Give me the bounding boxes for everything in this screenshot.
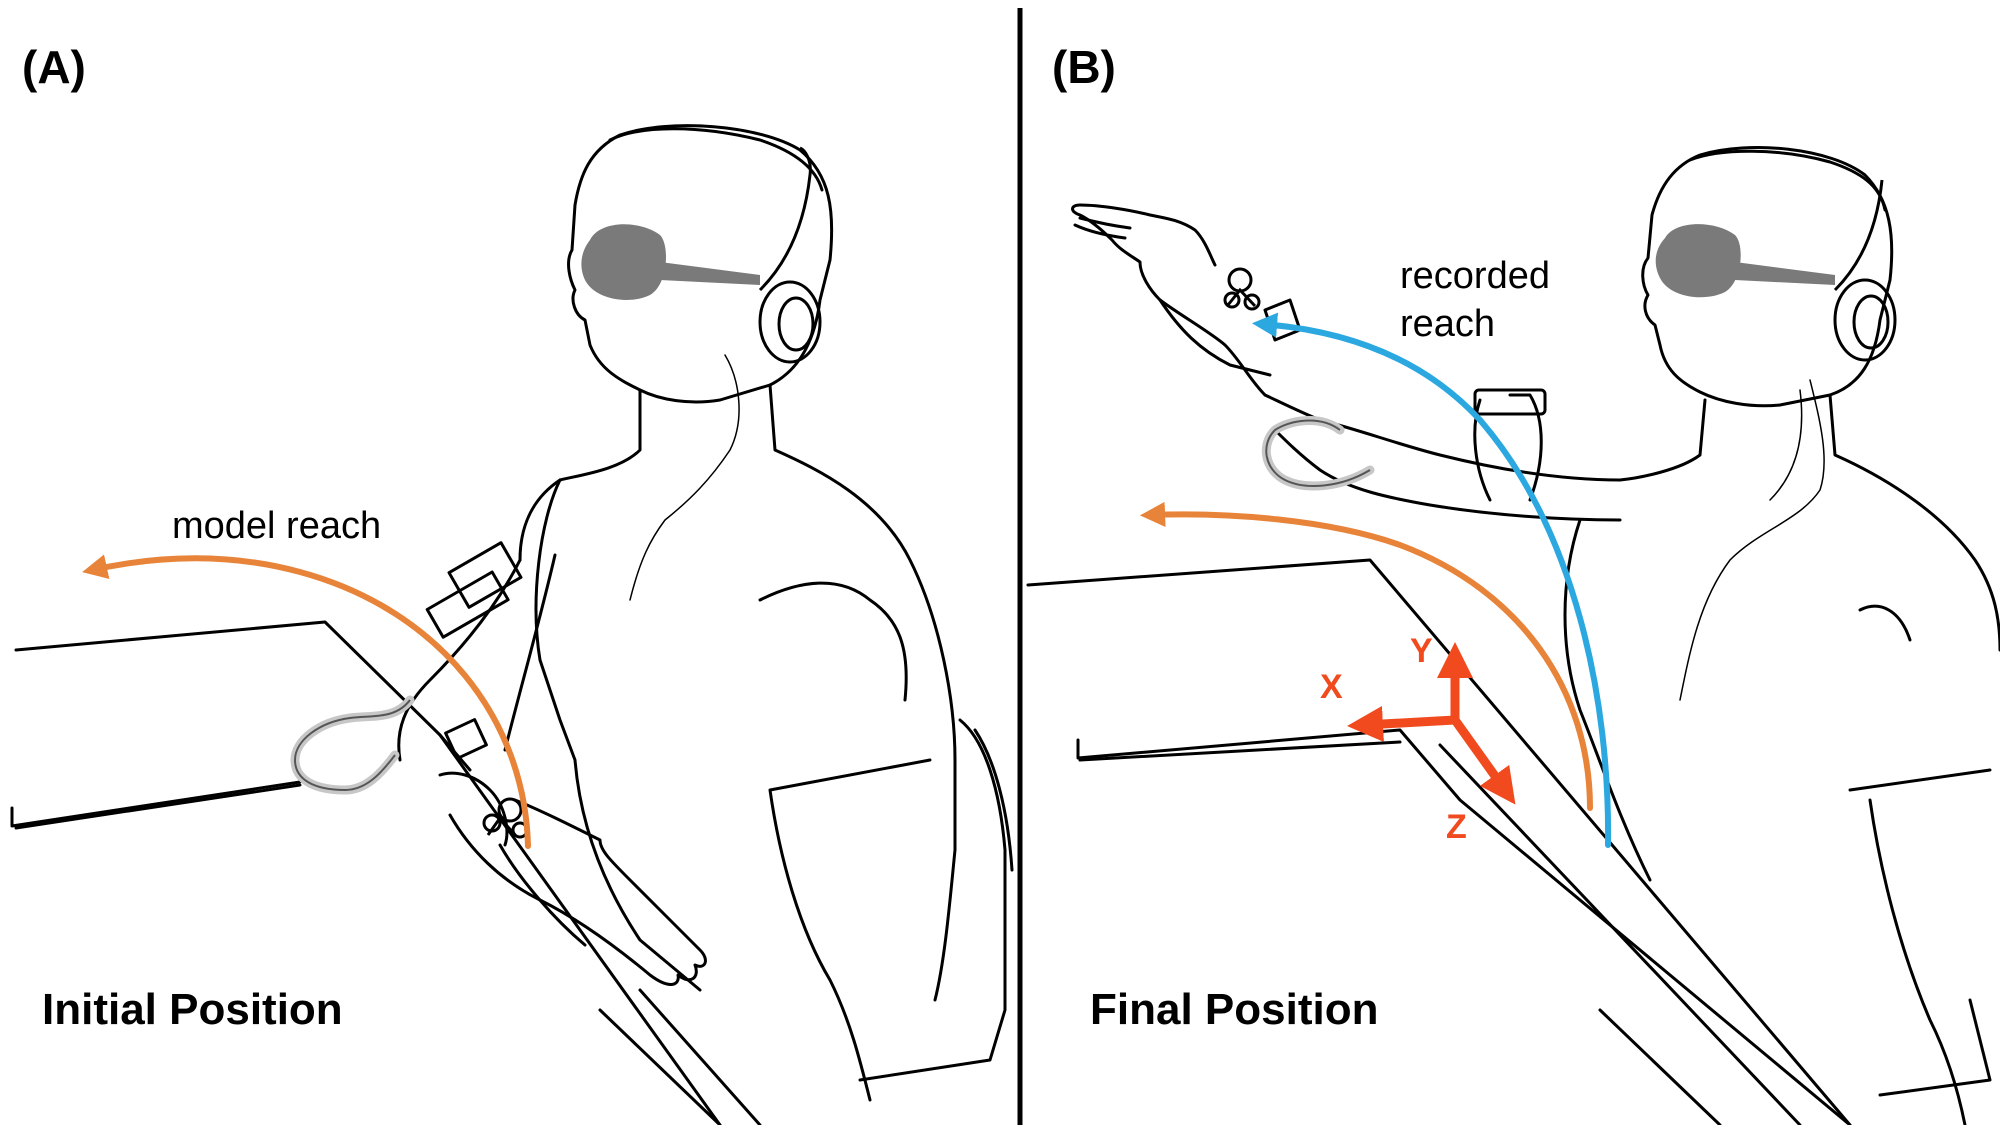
model-reach-arrow-a (82, 554, 531, 849)
panel-label-b: (B) (1052, 41, 1116, 93)
recorded-reach-arrow-b (1251, 312, 1612, 848)
axis-label-x: X (1320, 668, 1343, 706)
caption-final-position: Final Position (1090, 985, 1379, 1034)
panel-b-art (1026, 146, 2000, 1125)
axis-label-y: Y (1410, 632, 1433, 670)
chair-b (1878, 998, 1992, 1097)
recorded-reach-label-line1: recorded (1400, 255, 1550, 297)
panel-label-a: (A) (22, 41, 86, 93)
marker-sensor-icon (1223, 267, 1261, 311)
goggles-icon (1655, 224, 1835, 298)
torso-a (534, 478, 702, 992)
axis-x-arrow (1347, 706, 1456, 742)
headphones-icon (758, 146, 822, 364)
arm-b (1263, 393, 1622, 482)
model-reach-arrow-b (1139, 501, 1593, 811)
coordinate-axes (1347, 642, 1516, 805)
axis-label-z: Z (1446, 808, 1467, 846)
model-reach-label: model reach (172, 505, 382, 547)
head-a (567, 124, 834, 404)
goggles-icon (581, 224, 760, 300)
head-b (1641, 146, 1894, 408)
marker-sensor-icon (482, 797, 529, 839)
headphones-icon (1833, 179, 1897, 362)
table-a (14, 620, 722, 1125)
recorded-reach-label-line2: reach (1400, 303, 1496, 345)
caption-initial-position: Initial Position (42, 985, 343, 1034)
chair-a (858, 718, 1007, 1082)
table-b (1026, 558, 1852, 1125)
hand-b (1071, 203, 1267, 397)
panel-a-art (10, 124, 1014, 1125)
axis-z-arrow (1451, 717, 1516, 805)
hand-a (448, 798, 707, 986)
